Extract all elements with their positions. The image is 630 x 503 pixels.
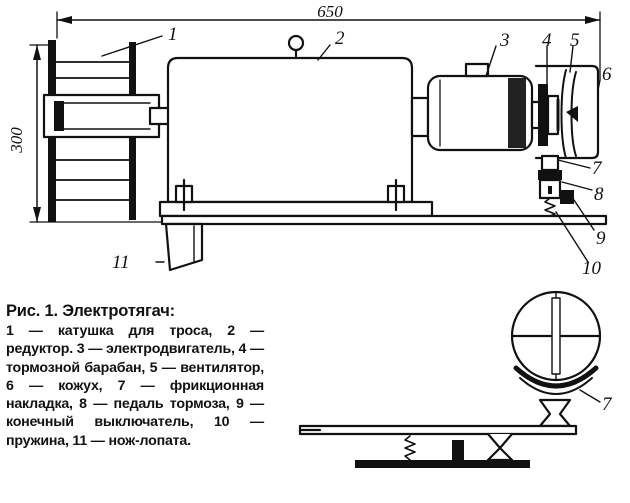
- dimension-width-label: 650: [317, 2, 343, 21]
- leader-lines: [101, 35, 601, 403]
- label-limit-switch: 9: [596, 228, 606, 249]
- cable-reel: [42, 40, 172, 222]
- label-friction-pad: 7: [592, 158, 603, 179]
- dimension-width: 650: [56, 2, 601, 81]
- label-knife-shovel: 11: [112, 252, 130, 273]
- caption-title: Рис. 1. Электротягач:: [6, 302, 175, 320]
- label-brake-pedal: 8: [594, 184, 604, 205]
- callout-labels: 1 2 3 4 5 6 7 8 9 10 11 7: [112, 24, 613, 415]
- limit-switch: [560, 190, 574, 204]
- brake-pedal: [538, 154, 562, 200]
- dimension-height: 300: [7, 44, 166, 223]
- base-frame: [160, 214, 608, 272]
- electric-motor: [410, 62, 542, 152]
- fan: [560, 69, 578, 159]
- label-electric-motor: 3: [499, 30, 510, 51]
- caption-body: 1 — катушка для троса, 2 — редуктор. 3 —…: [6, 323, 264, 449]
- label-spring: 10: [582, 258, 602, 279]
- label-casing: 6: [602, 64, 612, 85]
- figure-caption: Рис. 1. Электротягач: 1 — катушка для тр…: [6, 300, 264, 450]
- label-fan: 5: [570, 30, 580, 51]
- label-friction-pad-side: 7: [602, 394, 613, 415]
- label-brake-drum: 4: [542, 30, 552, 51]
- label-gear-reducer: 2: [335, 28, 345, 49]
- dimension-height-label: 300: [7, 127, 26, 154]
- side-view: [298, 290, 602, 468]
- gear-reducer: [158, 34, 434, 218]
- label-cable-reel: 1: [168, 24, 178, 45]
- casing: [534, 64, 600, 160]
- brake-drum: [538, 84, 560, 146]
